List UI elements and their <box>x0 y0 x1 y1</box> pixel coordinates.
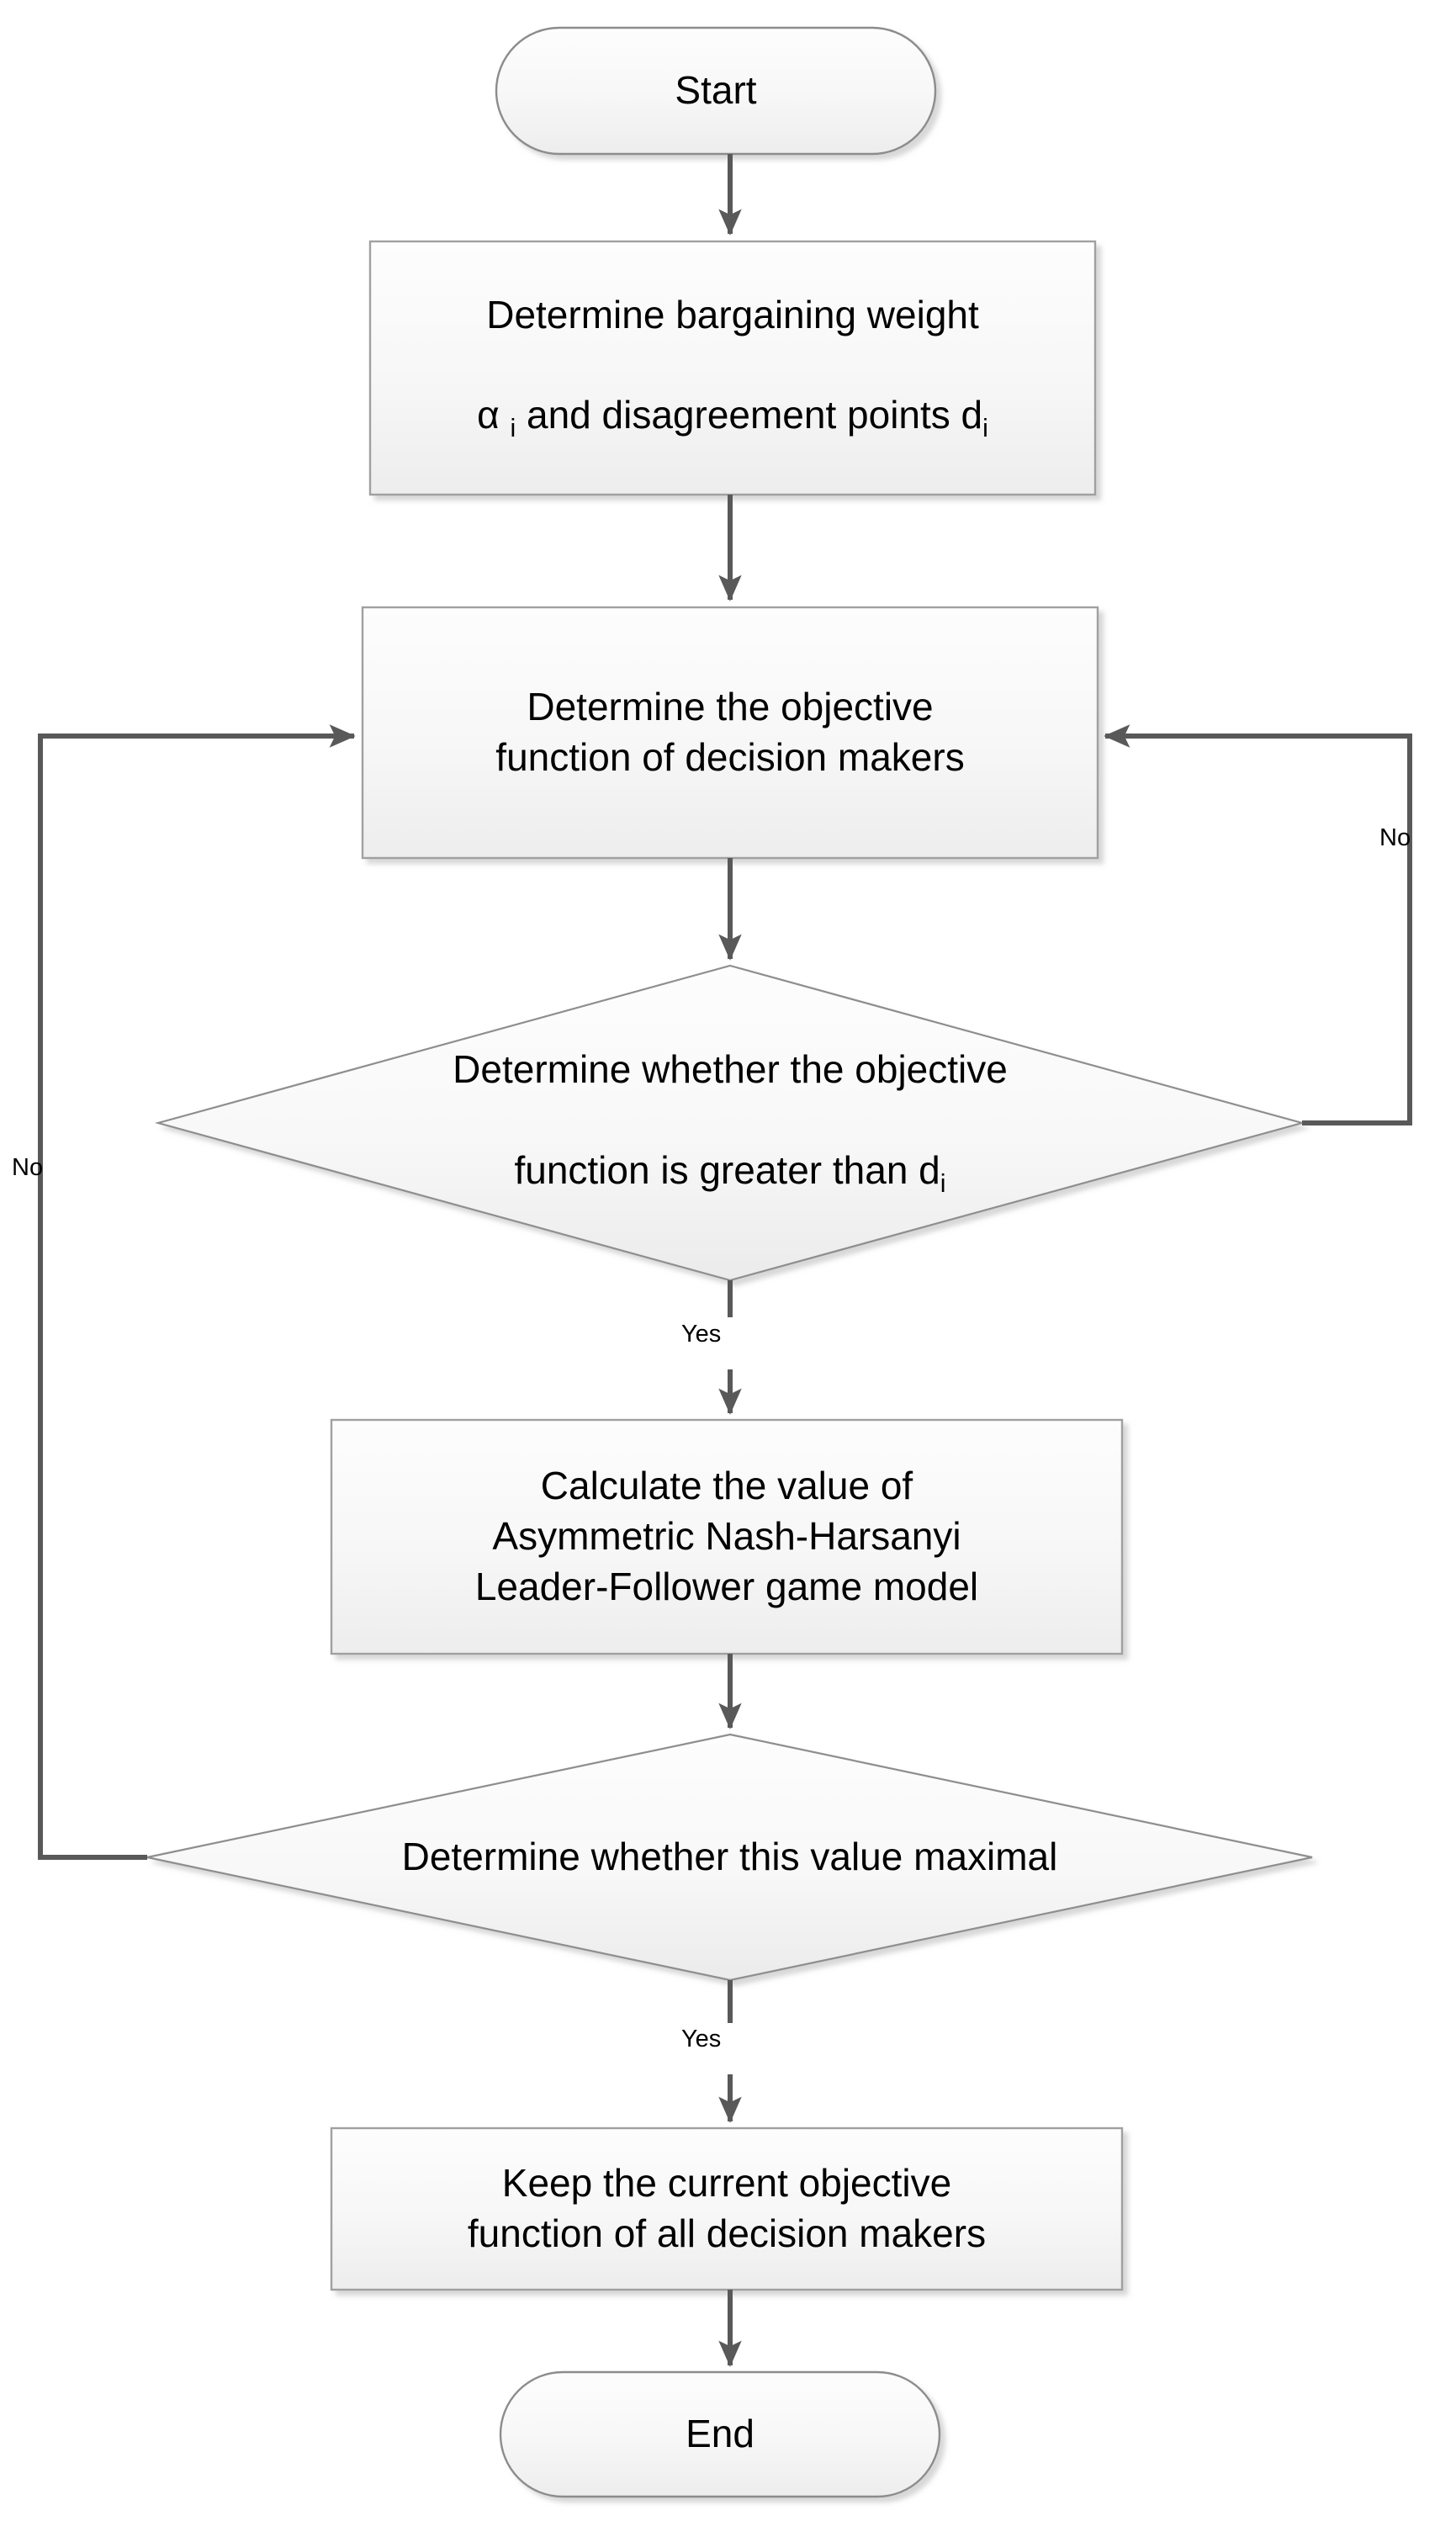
node-decision-greater-shape[interactable] <box>154 964 1306 1282</box>
edge-decision1-no-right <box>1104 724 1412 1125</box>
edge-label-decision2-no: No <box>12 1154 44 1181</box>
node-decision-maximal-shape[interactable] <box>146 1733 1313 1982</box>
node-keep-current-shape[interactable] <box>330 2126 1124 2291</box>
edge-label-decision1-no: No <box>1379 824 1411 851</box>
node-determine-weights-shape[interactable] <box>368 240 1097 496</box>
edge-label-decision1-yes: Yes <box>681 1321 722 1348</box>
node-calculate-value-shape[interactable] <box>330 1418 1124 1655</box>
node-start-shape[interactable] <box>495 26 937 156</box>
edge-label-decision2-yes: Yes <box>681 2026 722 2052</box>
node-determine-objective-shape[interactable] <box>361 606 1099 860</box>
node-end-shape[interactable] <box>499 2370 941 2498</box>
edge-decision2-no-left <box>38 724 356 1860</box>
